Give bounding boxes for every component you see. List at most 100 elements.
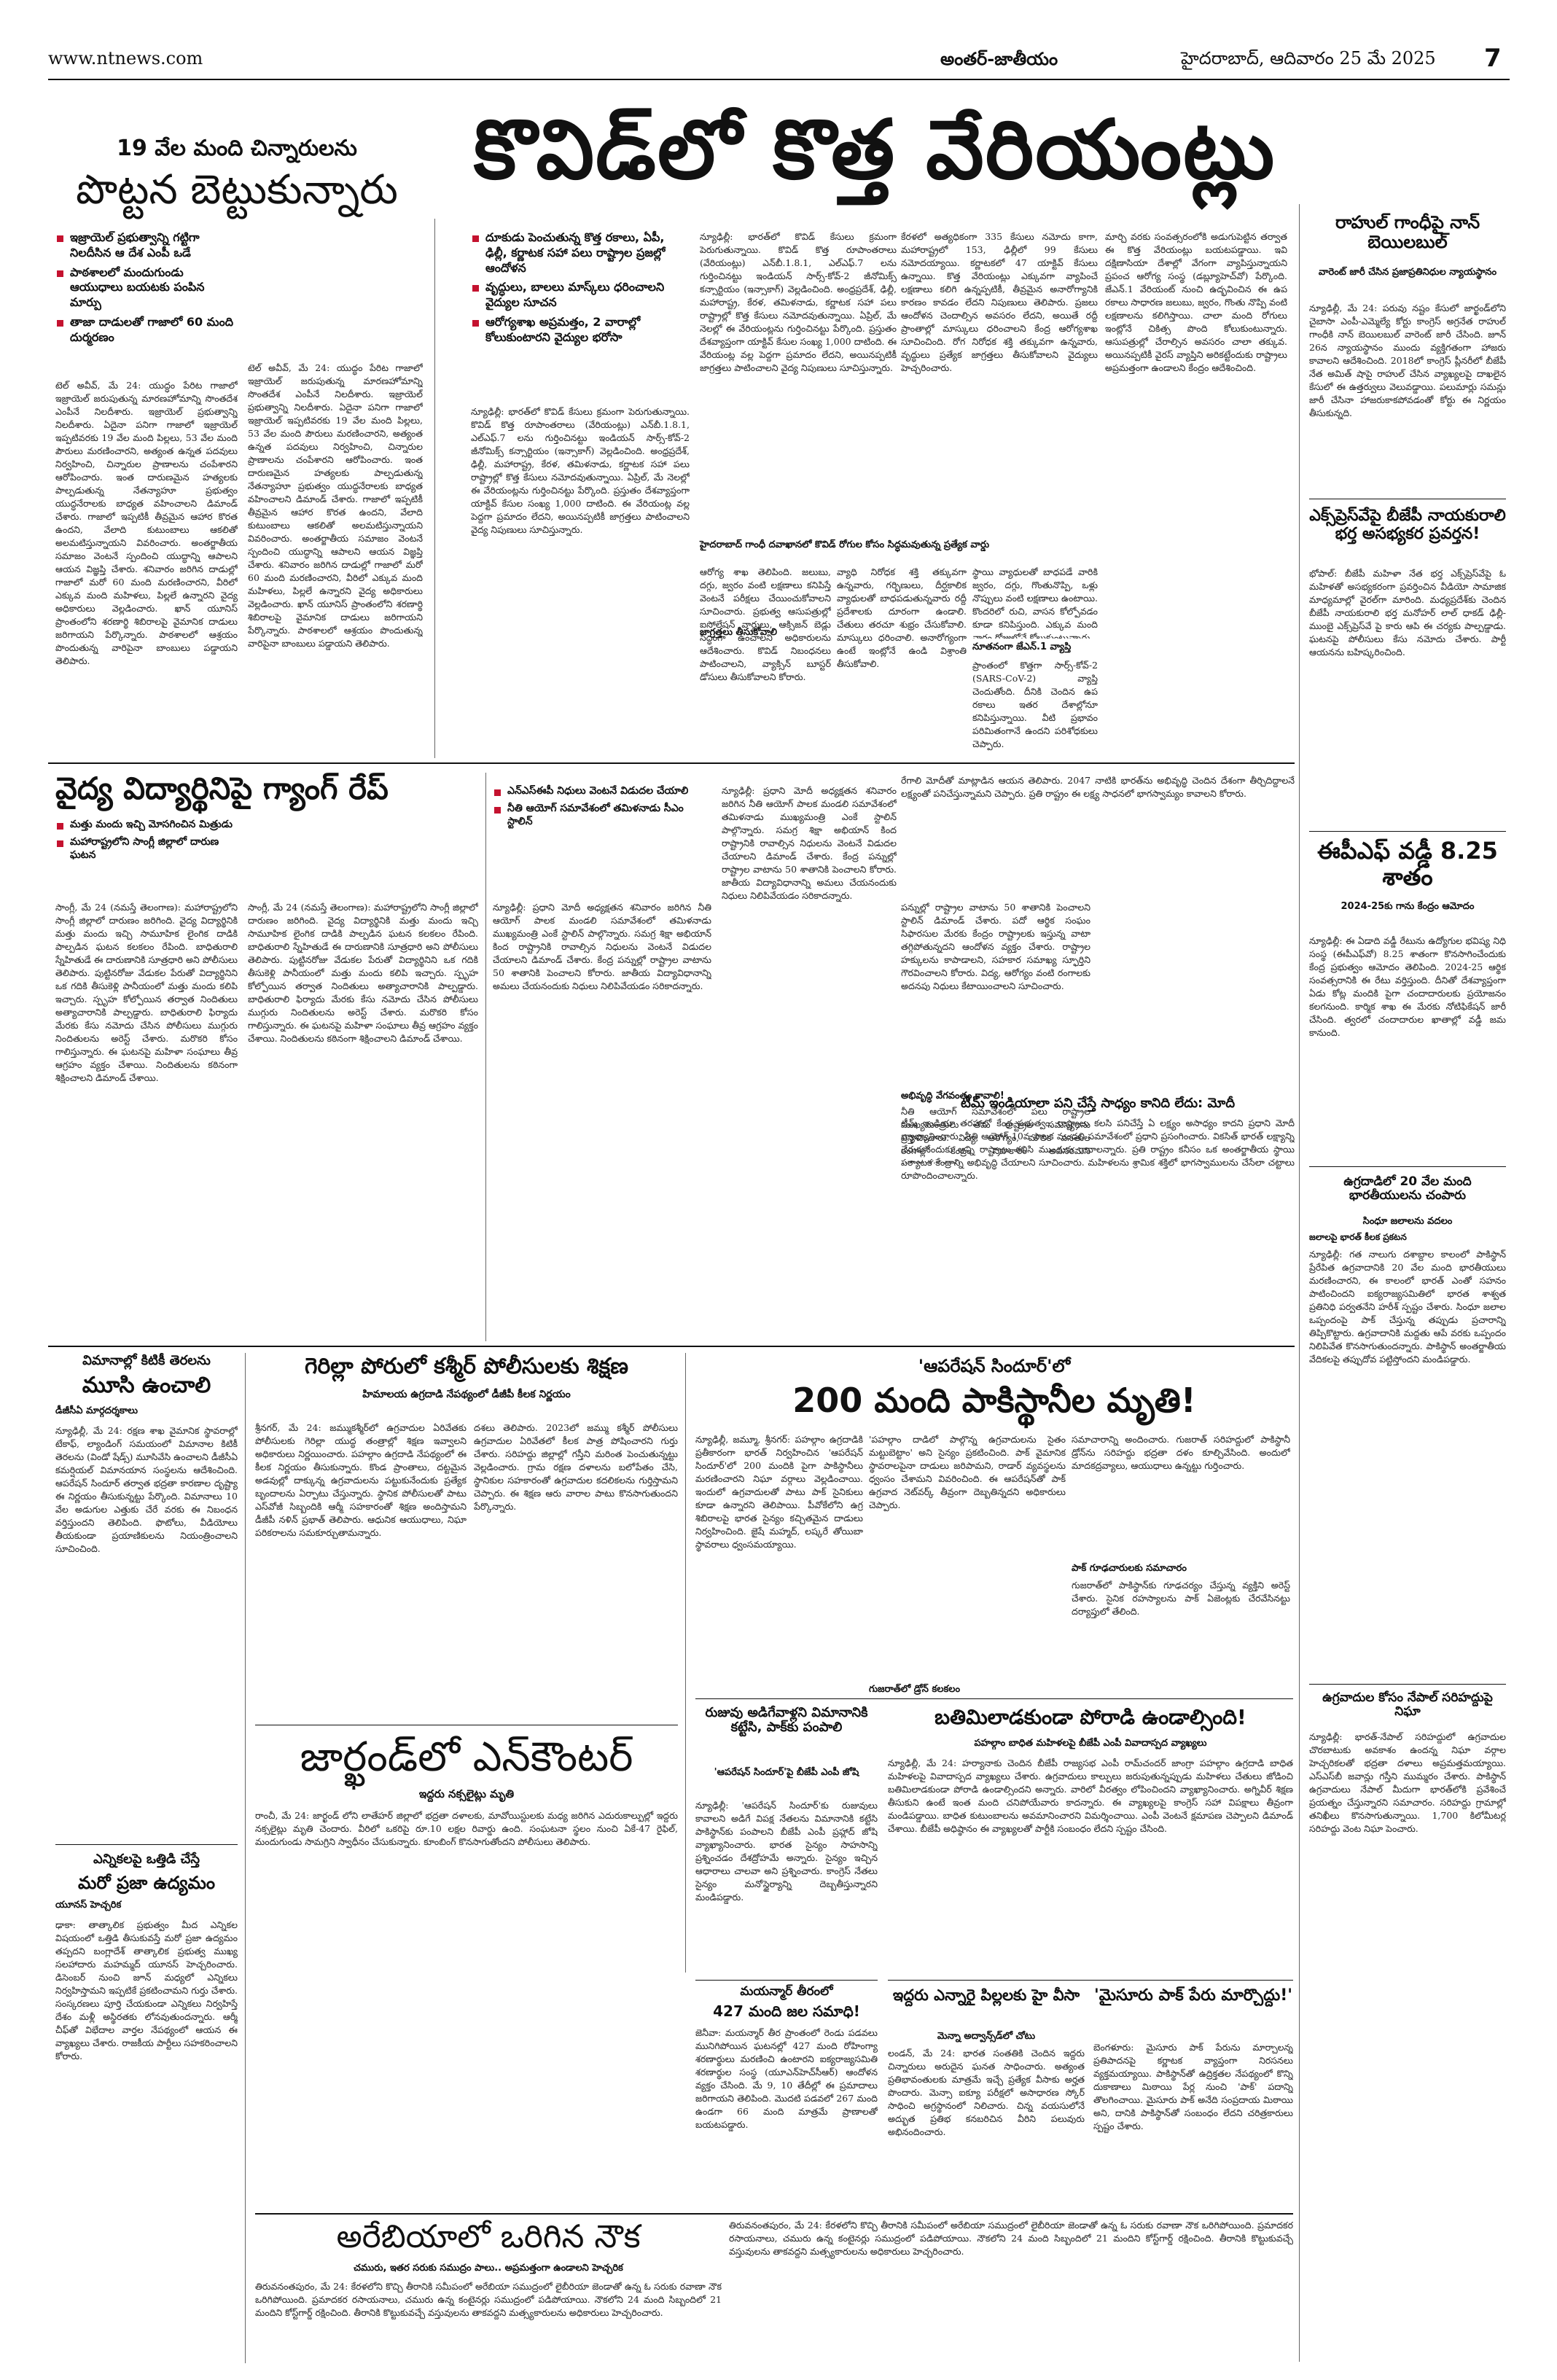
covid-body-4: మార్చి వరకు సంవత్సరంలోకి అడుగుపెట్టిన తర… [1105,231,1287,373]
column-divider [685,1353,686,1973]
election-headline: మరో ప్రజా ఉద్యమం [77,1873,216,1893]
divider [1309,831,1506,832]
section-title: అంతర్‌-జాతీయం [940,48,1058,69]
covid-body-7: స్థాయి వ్యాధులతో బాధపడే వారికి జ్వరం, దగ… [972,566,1098,639]
election-body: ఢాకా: తాత్కాలిక ప్రభుత్వం మీద ఎన్నికల వి… [55,1919,238,2061]
mysore-body: బెంగళూరు: మైసూరు పాక్‌ పేరును మార్చాలన్న… [1093,2042,1293,2131]
covid-body-1: న్యూఢిల్లీ: భారత్‌లో కొవిడ్‌ కేసులు క్రమ… [471,406,690,535]
sindoor-headline: 200 మంది పాకిస్థానీల మృతి! [792,1381,1196,1420]
photo-caption: హైదరాబాద్‌ గాంధీ దవాఖానలో కొవిడ్‌ రోగుల … [700,539,990,550]
violence-kicker: ఉగ్రదాడిలో 20 వేల మంది భారతీయులను చంపారు [1343,1174,1472,1203]
sindoor-kicker: 'ఆపరేషన్‌ సిందూర్‌'లో [918,1356,1071,1376]
musi-body: న్యూఢిల్లీ, మే 24: రక్షణ శాఖ వైమానిక స్థ… [55,1425,238,1554]
rujuvu-sub: 'ఆపరేషన్‌ సిందూర్‌'పై బీజేపీ ఎంపీ జోషి [714,1767,859,1778]
nepal-body: న్యూఢిల్లీ: భారత్‌-నేపాల్‌ సరిహద్దులో ఉగ… [1309,1731,1506,1834]
covid-body-8: ప్రాంతంలో కొత్తగా సార్స్‌-కోవ్‌-2 (SARS-… [972,660,1098,749]
violence-sub: సింధూ జలాలను వదలం [1362,1216,1453,1227]
niti-body-1: న్యూఢిల్లీ: ప్రధాని మోదీ అధ్యక్షతన శనివా… [493,902,711,991]
team-india-headline: టీమ్‌ ఇండియాలా పని చేస్తే సాధ్యం కానిది … [960,1096,1236,1111]
rujuvu-body: న్యూఢిల్లీ: 'ఆపరేషన్‌ సిందూర్‌'కు రుజువు… [695,1800,878,1903]
gangrape-body-col2: సాంగ్లీ, మే 24 (నమస్తే తెలంగాణ): మహారాష్… [248,902,478,1044]
covid-bullets: దూకుడు పెంచుతున్న కొత్త రకాలు, ఏపీ, ఢిల్… [471,230,690,350]
gangrape-body: సాంగ్లీ, మే 24 (నమస్తే తెలంగాణ): మహారాష్… [55,902,238,1083]
rahul-body: న్యూఢిల్లీ, మే 24: పరువు నష్టం కేసులో జా… [1309,303,1506,418]
myanmar-body: జెనీవా: మయన్మార్‌ తీర ప్రాంతంలో రెండు పడ… [695,2027,878,2130]
arabia-body-col2: తిరువనంతపురం, మే 24: కేరళలోని కొచ్చి తీర… [729,2220,1293,2257]
arabia-body: తిరువనంతపురం, మే 24: కేరళలోని కొచ్చి తీర… [255,2281,722,2318]
arabia-headline: అరేబియాలో ఒరిగిన నౌక [336,2218,641,2255]
masthead-rule [48,79,1510,80]
section-rule [48,1346,1295,1347]
visa-body: లండన్‌, మే 24: భారత సంతతికి చెందిన ఇద్దర… [888,2048,1085,2137]
sindoor-gujarat-head: గుజరాత్‌లో డ్రోన్‌ కలకలం [869,1684,961,1695]
guerrilla-body: శ్రీనగర్‌, మే 24: జమ్ముకశ్మీర్‌లో ఉగ్రవా… [255,1422,467,1538]
sindoor-spy-head: పాక్‌ గూఢచారులకు సమాచారం [1072,1563,1187,1574]
musi-sub: డీజీసీఏ మార్గదర్శకాలు [55,1405,138,1416]
gaza-kicker: 19 వేల మంది చిన్నారులను [117,136,357,161]
rujuvu-kicker: రుజువు అడిగేవాళ్లని విమానానికి కట్టేసి, … [705,1705,868,1736]
covid-bullet: వృద్ధులు, బాలలు మాస్క్‌లు ధరించాలని వైద్… [471,280,690,311]
musi-headline: మూసి ఉంచాలి [82,1373,211,1398]
rahul-headline: రాహుల్‌ గాంధీపై నాన్‌ బెయిలబుల్‌ [1335,212,1480,252]
covid-body-5: ఆరోగ్య శాఖ తెలిపింది. జలుబు, దగ్గు, జ్వర… [700,566,831,682]
myanmar-headline: 427 మంది జల సమాధి! [713,2002,860,2020]
sindoor-body-3: సమాచారాన్ని అందించారు. గుజరాత్‌ సరిహద్దు… [1072,1434,1290,1471]
team-india-pre: రేగాలి మోదీతో మాట్లాడిన ఆయన తెలిపారు. 20… [901,775,1295,799]
column-divider [245,1353,246,2363]
gaza-headline: పొట్టన బెట్టుకున్నారు [76,166,398,214]
epf-body: న్యూఢిల్లీ: ఈ ఏడాది వడ్డీ రేటును ఉద్యోగు… [1309,935,1506,1038]
team-india-body: టీమ్‌ ఇండియా తరహాలో కేంద్ర ప్రభుత్వం, రా… [901,1117,1295,1181]
section-rule [48,762,1295,764]
express-headline: ఎక్స్‌ప్రెస్‌వేపై బీజేపీ నాయకురాలి భర్త … [1309,507,1506,543]
gangrape-bullets: మత్తు మందు ఇచ్చి మోసగించిన మిత్రుడు మహార… [55,818,238,867]
niti-body-3: పన్నుల్లో రాష్ట్రాల వాటాను 50 శాతానికి ప… [901,902,1090,991]
niti-viksit-head: అభివృద్ధి వేగవంతం కావాలి! [901,1090,1004,1101]
gaza-bullet: తాజా దాడులతో గాజాలో 60 మంది దుర్మరణం [55,315,238,346]
mysore-headline: 'మైసూరు పాక్‌ పేరు మార్చొద్దు!' [1093,1986,1292,2005]
column-divider [485,773,486,1341]
express-body: భోపాల్‌: బీజేపీ మహిళా నేత భర్త ఎక్స్‌ప్ర… [1309,568,1506,658]
precaution-head: జాగ్రత్తలు తీసుకోవాలి [700,627,778,638]
page-number: 7 [1484,44,1502,73]
arabia-sub: చమురు, ఇతర సరుకు సముద్రం పాలు.. అప్రమత్త… [354,2263,623,2274]
encounter-sub: ఇద్దరు నక్సలైట్లు మృతి [418,1787,515,1800]
gaza-bullet: పాఠశాలలో మందుగుండు ఆయుధాలు బయటకు పంపిన మ… [55,265,238,311]
musi-kicker: విమానాల్లో కిటికీ తెరలను [82,1353,211,1368]
visa-sub: మెన్నా అద్వాన్స్‌డ్‌లో చోటు [937,2031,1036,2042]
covid-bullet: ఆరోగ్యశాఖ అప్రమత్తం, 2 వారాల్లో కోలుకుంట… [471,315,690,346]
divider [695,1980,878,1981]
gaza-body-col2: టెల్‌ అవీవ్‌, మే 24: యుద్ధం పేరిట గాజాలో… [248,362,423,649]
guerrilla-sub: హిమాలయ ఉగ్రదాడి నేపథ్యంలో డీజీపీ కీలక ని… [362,1389,571,1400]
gaza-bullets: ఇజ్రాయెల్‌ ప్రభుత్వాన్ని గట్టిగా నిలదీసి… [55,230,238,350]
violence-body: న్యూఢిల్లీ: గత నాలుగు దశాబ్దాల కాలంలో పా… [1309,1249,1506,1365]
nepal-kicker: ఉగ్రవాదుల కోసం నేపాల్‌ సరిహద్దుపై నిఘా [1322,1690,1493,1720]
niti-body-2: న్యూఢిల్లీ: ప్రధాని మోదీ అధ్యక్షతన శనివా… [722,785,897,901]
section-rule [255,2213,1293,2215]
bathi-sub: పహల్గాం బాధిత మహిళలపై బీజేపీ ఎంపీ వివాదా… [974,1738,1207,1749]
violence-sub2: జలాలపై భారత్‌ కీలక ప్రకటన [1309,1232,1407,1242]
niti-bullet: నీతి ఆయోగ్‌ సమావేశంలో తమిళనాడు సీఎం స్టా… [493,802,711,828]
myanmar-kicker: మయన్మార్‌ తీరంలో [740,1984,833,1999]
gangrape-bullet: మత్తు మందు ఇచ్చి మోసగించిన మిత్రుడు [55,818,238,831]
website-url: www.ntnews.com [48,48,203,69]
column-divider [434,219,435,758]
election-sub: యూనస్‌ హెచ్చరిక [55,1900,122,1911]
epf-sub: 2024-25కు గాను కేంద్రం ఆమోదం [1341,901,1475,912]
gangrape-headline: వైద్య విద్యార్థినిపై గ్యాంగ్‌ రేప్‌ [55,770,389,806]
covid-body-3: కేరళలో అత్యధికంగా 335 కేసులు నమోదు కాగా,… [901,231,1098,373]
gangrape-bullet: మహారాష్ట్రలోని సాంగ్లీ జిల్లాలో దారుణ ఘట… [55,835,238,862]
niti-bullets: ఎన్‌ఎస్‌ఈపీ నిధులు వెంటనే విడుదల చేయాలి … [493,784,711,833]
main-headline: కొవిడ్‌లో కొత్త వేరియంట్లు [473,103,1276,198]
guerrilla-headline: గెరిల్లా పోరులో కశ్మీర్‌ పోలీసులకు శిక్ష… [305,1354,628,1379]
divider [1309,1166,1506,1167]
sindoor-body-2: 'పహల్గాం దాడిలో పాల్గొన్న ఉగ్రవాదులను సై… [869,1434,1066,1510]
niti-body-4: నీతి ఆయోగ్‌ సమావేశంలో పలు రాష్ట్రాల ముఖ్… [901,1106,1090,1163]
gaza-bullet: ఇజ్రాయెల్‌ ప్రభుత్వాన్ని గట్టిగా నిలదీసి… [55,230,238,261]
guerrilla-body-col2: దశలు తెలిపారు. 2023లో జమ్ము కశ్మీర్‌ పోల… [474,1422,678,1512]
column-divider [1299,204,1300,2362]
bathi-body: న్యూఢిల్లీ, మే 24: హర్యానాకు చెందిన బీజే… [888,1757,1293,1834]
divider [1309,1684,1506,1685]
rahul-sub: వారెంట్‌ జారీ చేసిన ప్రజాప్రతినిధుల న్యా… [1318,267,1497,278]
bathi-headline: బతిమిలాడకుండా పోరాడి ఉండాల్సింది! [934,1705,1246,1729]
covid-body-2: న్యూఢిల్లీ: భారత్‌లో కొవిడ్‌ కేసులు క్రమ… [700,231,897,373]
